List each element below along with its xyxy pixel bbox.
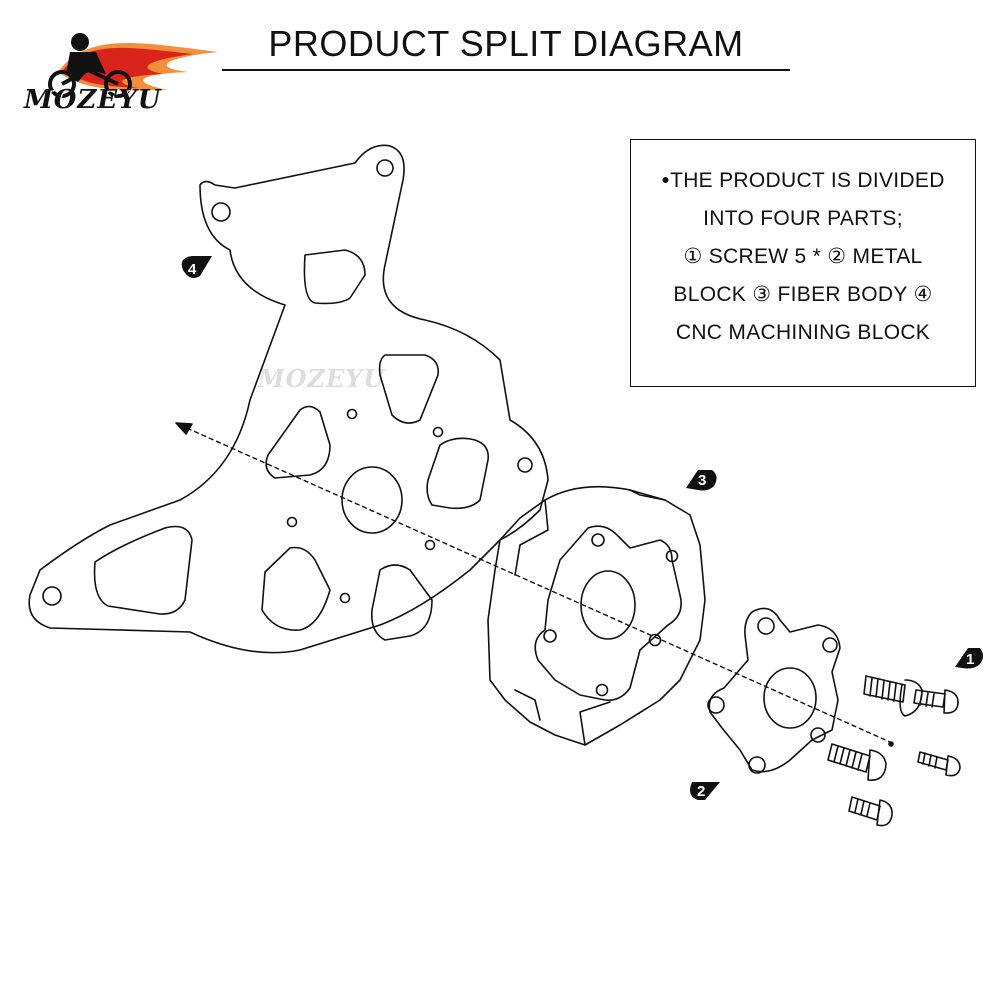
parts-description-box: ●THE PRODUCT IS DIVIDED INTO FOUR PARTS;…: [630, 139, 976, 387]
arrow-head-icon: [175, 422, 193, 435]
logo-text: MOZEYU: [24, 85, 162, 115]
screw-1: [863, 675, 923, 717]
svg-text:3: 3: [698, 472, 706, 489]
description-line-1: ●THE PRODUCT IS DIVIDED: [661, 169, 945, 192]
callout-3: 3: [686, 470, 717, 491]
watermark: MOZEYU: [258, 364, 386, 393]
page-title: PRODUCT SPLIT DIAGRAM: [268, 23, 744, 64]
callout-4: 4: [181, 256, 212, 278]
description-line-5: CNC MACHINING BLOCK: [675, 321, 931, 344]
screw-5: [848, 796, 893, 827]
screw-3: [827, 743, 887, 781]
callout-2: 2: [690, 782, 720, 800]
description-line-4: BLOCK ③ FIBER BODY ④: [673, 283, 933, 306]
screw-2: [913, 689, 959, 714]
description-line-2: INTO FOUR PARTS;: [703, 207, 903, 230]
part-3-fiber-body: [487, 485, 706, 746]
description-line-3: ① SCREW 5 * ② METAL: [683, 245, 923, 268]
title-underline: [222, 69, 790, 71]
svg-text:4: 4: [188, 261, 197, 278]
assembly-axis-line: [179, 424, 891, 743]
part-1-screws: [827, 675, 961, 827]
flame-rider-logo-icon: [48, 33, 218, 98]
screw-4: [917, 751, 961, 777]
part-2-metal-block: [707, 607, 841, 774]
svg-text:1: 1: [966, 651, 974, 668]
svg-text:2: 2: [697, 783, 705, 800]
callout-1: 1: [955, 648, 983, 669]
part-4-cnc-block: [28, 144, 549, 654]
bullet-icon: ●: [661, 171, 671, 187]
brand-logo: [18, 12, 228, 122]
